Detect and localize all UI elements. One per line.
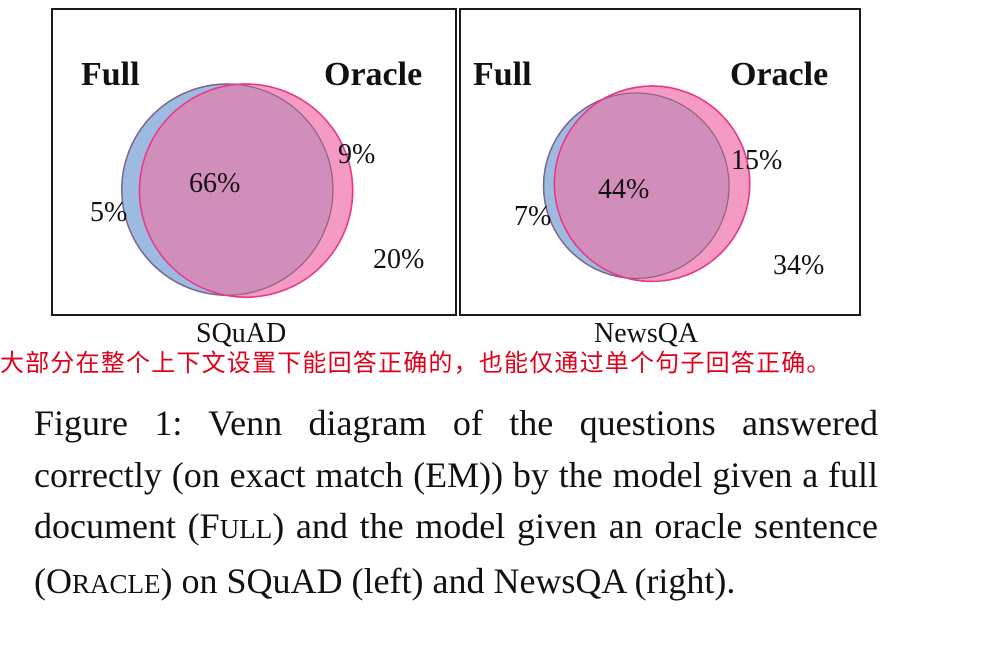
neither-percentage: 34% [773,250,825,281]
full-label: Full [473,56,532,93]
oracle-smallcaps-rest: RACLE [72,568,161,599]
venn-panel-newsqa: Full Oracle 44% 7% 15% 34% [459,8,861,316]
squad-caption: SQuAD [196,318,287,349]
full-only-percentage: 5% [90,197,128,228]
oracle-label: Oracle [730,56,829,93]
full-only-percentage: 7% [514,201,552,232]
caption-part3: ) on SQuAD (left) and NewsQA (right). [160,560,736,601]
overlap-region [554,92,730,279]
overlap-percentage: 66% [189,168,241,199]
full-smallcaps-rest: ULL [219,514,273,544]
oracle-only-percentage: 15% [731,145,783,176]
figure-caption: Figure 1: Venn diagram of the questions … [34,398,878,610]
chinese-annotation: 大部分在整个上下文设置下能回答正确的，也能仅通过单个句子回答正确。 [0,349,832,377]
full-label: Full [81,56,140,93]
full-smallcaps-initial: F [199,506,220,546]
oracle-set-outline [138,83,354,298]
venn-panel-squad: Full Oracle 66% 5% 9% 20% [51,8,457,316]
venn-diagram-newsqa [542,85,751,283]
overlap-percentage: 44% [598,174,650,205]
oracle-label: Oracle [324,56,423,93]
oracle-only-percentage: 9% [338,139,376,170]
oracle-smallcaps-initial: O [46,560,72,601]
caption-part1: Figure 1: Venn diagram of the questions … [34,403,878,546]
oracle-set-outline [553,85,751,283]
venn-diagram-squad [121,83,354,298]
newsqa-caption: NewsQA [594,318,699,349]
neither-percentage: 20% [373,244,425,275]
caption-part2: ) and the model given an oracle sentence… [34,506,878,601]
overlap-region [139,84,333,296]
full-set-outline [542,92,730,280]
